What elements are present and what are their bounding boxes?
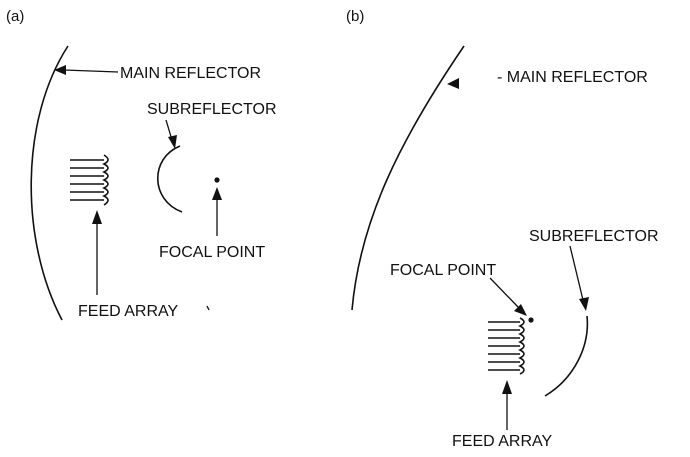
panel-b-subreflector-leader [569,245,584,301]
panel-a-focal-point-arrowhead [212,187,222,200]
panel-a-subreflector-curve [157,145,183,213]
panel-a-main-reflector-arrowhead [54,65,66,75]
panel-b-feed-array-label: FEED ARRAY [452,433,553,450]
panel-a-subreflector-arrowhead [168,135,177,149]
panel-a-feed-array-label: FEED ARRAY [78,303,179,320]
panel-b-subreflector-curve [544,315,589,397]
panel-a-label: (a) [6,8,24,25]
panel-a-main-reflector-leader [63,69,119,73]
panel-b-feed-array [488,317,525,375]
panel-b-focal-point-dot [528,317,534,323]
panel-a-feed-array [70,154,109,206]
panel-a: (a) MAIN REFLECTOR FEED ARRAY SUBREFLECT… [6,8,277,321]
panel-a-focal-point-dot [214,177,220,183]
panel-a-main-reflector-label: MAIN REFLECTOR [120,65,261,82]
panel-b-main-reflector-curve [351,45,465,311]
panel-b-label: (b) [346,8,364,25]
panel-b-focal-point-leader [489,277,520,309]
panel-a-subreflector-label: SUBREFLECTOR [147,101,277,118]
panel-b-feed-array-arrowhead [502,380,512,394]
panel-a-focal-point-label: FOCAL POINT [159,244,265,261]
panel-b: (b) - MAIN REFLECTOR SUBREFLECTOR FOCAL … [346,8,659,450]
panel-a-tick-mark [206,305,210,311]
panel-b-subreflector-arrowhead [579,297,589,311]
panel-b-main-reflector-arrowhead [447,78,459,89]
panel-b-main-reflector-label: - MAIN REFLECTOR [497,69,648,86]
panel-b-focal-point-arrowhead [514,304,527,316]
panel-b-subreflector-label: SUBREFLECTOR [529,228,659,245]
panel-b-focal-point-label: FOCAL POINT [390,262,496,279]
panel-a-feed-array-arrowhead [92,210,102,224]
panel-a-main-reflector-curve [30,45,69,321]
